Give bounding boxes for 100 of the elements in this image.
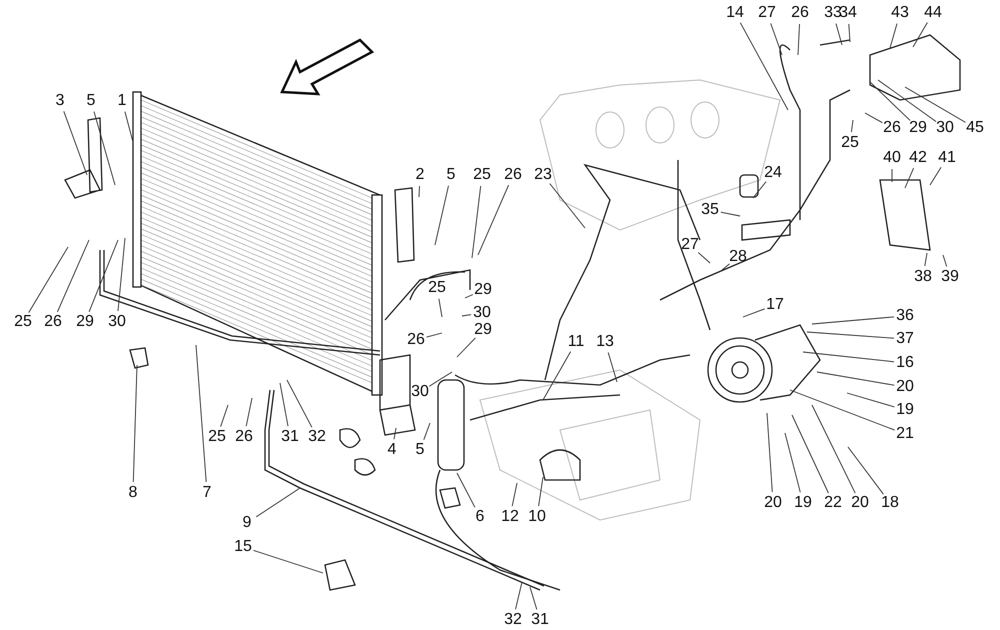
- leader-line: [462, 314, 472, 316]
- callout-number: 30: [107, 314, 127, 330]
- leader-line: [912, 22, 928, 48]
- leader-line: [423, 422, 430, 440]
- leader-line: [770, 22, 782, 56]
- leader-line: [848, 24, 850, 42]
- callout-number: 30: [410, 384, 430, 400]
- callout-number: 20: [763, 495, 783, 511]
- callout-number: 29: [75, 314, 95, 330]
- callout-number: 41: [937, 150, 957, 166]
- callout-number: 26: [234, 429, 254, 445]
- callout-number: 25: [207, 429, 227, 445]
- callout-number: 40: [882, 150, 902, 166]
- callout-number: 11: [566, 334, 586, 350]
- callout-number: 26: [43, 314, 63, 330]
- leader-line: [890, 23, 898, 48]
- callout-number: 22: [823, 495, 843, 511]
- callout-number: 28: [728, 249, 748, 265]
- leader-line: [428, 372, 452, 387]
- leader-line: [124, 111, 134, 142]
- callout-number: 3: [54, 93, 66, 109]
- callout-number: 18: [880, 495, 900, 511]
- leader-line: [538, 476, 544, 507]
- leader-line: [549, 183, 586, 228]
- leader-line: [798, 24, 800, 56]
- callout-number: 44: [923, 5, 943, 21]
- leader-line: [878, 80, 937, 122]
- leader-line: [542, 351, 572, 400]
- callout-number: 26: [790, 5, 810, 21]
- callout-number: 30: [935, 120, 955, 136]
- callout-number: 31: [530, 612, 550, 628]
- leader-line: [28, 246, 68, 314]
- callout-number: 1: [116, 93, 128, 109]
- callout-number: 25: [13, 314, 33, 330]
- leader-line: [846, 392, 895, 408]
- callout-number: 8: [128, 485, 138, 501]
- leader-line: [418, 186, 420, 198]
- leader-line: [904, 86, 966, 123]
- leader-line: [220, 404, 228, 428]
- callout-number: 6: [474, 509, 486, 525]
- callout-number: 31: [280, 429, 300, 445]
- leader-line: [784, 432, 801, 493]
- callout-number: 20: [895, 379, 915, 395]
- leader-line: [472, 185, 482, 258]
- leader-line: [88, 240, 118, 312]
- callout-number: 12: [500, 509, 520, 525]
- leader-line: [512, 482, 518, 507]
- leader-line: [924, 252, 928, 267]
- callout-number: 5: [446, 167, 456, 183]
- callout-number: 32: [307, 429, 327, 445]
- leader-line: [722, 263, 730, 270]
- callout-number: 35: [700, 202, 720, 218]
- leader-line: [464, 294, 474, 298]
- callout-number: 5: [414, 442, 426, 458]
- leader-line: [766, 412, 773, 492]
- callout-number: 4: [386, 442, 398, 458]
- callout-number: 20: [850, 495, 870, 511]
- callout-number: 21: [895, 426, 915, 442]
- callout-number: 13: [595, 334, 615, 350]
- leader-line: [196, 344, 207, 482]
- callout-number: 7: [202, 485, 212, 501]
- callout-number: 24: [763, 165, 783, 181]
- callout-number: 38: [913, 269, 933, 285]
- callout-number: 26: [503, 167, 523, 183]
- callout-number: 19: [793, 495, 813, 511]
- callout-number: 17: [765, 297, 785, 313]
- leader-line: [256, 488, 300, 518]
- leader-line: [434, 185, 449, 246]
- leader-line: [720, 212, 740, 216]
- leader-line: [515, 582, 522, 610]
- leader-line: [740, 22, 788, 110]
- leader-line: [806, 332, 894, 339]
- leader-line: [132, 364, 138, 482]
- leader-line: [253, 550, 324, 574]
- callout-number: 25: [427, 280, 447, 296]
- callout-number: 23: [533, 167, 553, 183]
- callout-number: 15: [233, 539, 253, 555]
- callout-number: 9: [242, 515, 252, 531]
- callout-number: 32: [503, 612, 523, 628]
- callout-number: 27: [757, 5, 777, 21]
- callout-number: 42: [908, 150, 928, 166]
- leader-line: [942, 254, 948, 267]
- callout-number: 29: [473, 282, 493, 298]
- leader-line: [286, 380, 312, 428]
- leader-line: [850, 120, 854, 133]
- leader-line: [118, 238, 126, 312]
- leader-line: [438, 298, 442, 318]
- callout-number: 37: [895, 331, 915, 347]
- leader-line: [94, 111, 116, 186]
- leader-line: [802, 352, 895, 362]
- callout-number: 14: [725, 5, 745, 21]
- callout-number: 29: [473, 322, 493, 338]
- leader-line: [456, 337, 476, 358]
- callout-number: 45: [965, 120, 985, 136]
- leader-line: [792, 414, 829, 494]
- callout-number: 30: [472, 305, 492, 321]
- callout-number: 10: [527, 509, 547, 525]
- leader-line: [394, 428, 396, 440]
- leader-line: [608, 352, 618, 382]
- callout-number: 2: [414, 167, 426, 183]
